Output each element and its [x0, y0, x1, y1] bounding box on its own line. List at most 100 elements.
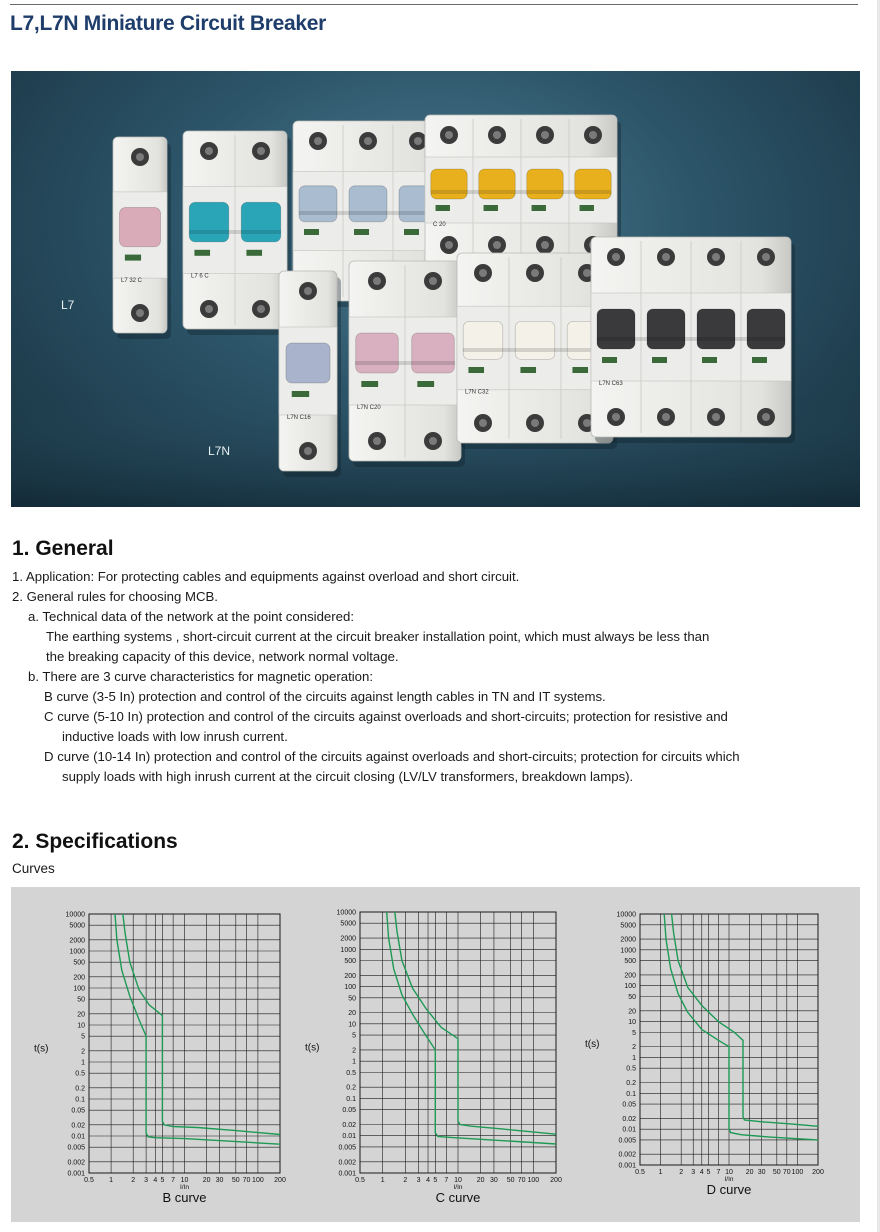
x-tick-label: 10 — [454, 1177, 462, 1184]
x-tick-label: 0.5 — [355, 1177, 365, 1184]
y-tick-label: 500 — [73, 960, 85, 967]
x-tick-label: 4 — [153, 1177, 157, 1184]
breaker-unit: L7 32 C — [112, 136, 171, 339]
y-tick-label: 20 — [348, 1010, 356, 1017]
y-tick-label: 1000 — [69, 949, 85, 956]
x-axis-label: I/In — [453, 1184, 462, 1191]
x-tick-label: 5 — [706, 1169, 710, 1176]
y-tick-label: 0.005 — [67, 1145, 85, 1152]
chart-title: C curve — [436, 1190, 481, 1205]
general-heading: 1. General — [12, 537, 114, 560]
curves-caption: Curves — [12, 861, 55, 876]
y-axis-label: t(s) — [585, 1039, 599, 1050]
y-tick-label: 50 — [77, 997, 85, 1004]
y-tick-label: 100 — [344, 984, 356, 991]
y-tick-label: 10000 — [66, 912, 86, 919]
trip-curve-line — [122, 913, 281, 1136]
x-tick-label: 2 — [679, 1169, 683, 1176]
y-tick-label: 0.002 — [67, 1159, 85, 1166]
x-tick-label: 70 — [783, 1169, 791, 1176]
x-tick-label: 50 — [507, 1177, 515, 1184]
x-tick-label: 100 — [252, 1177, 264, 1184]
c-curve-text-1: C curve (5-10 In) protection and control… — [44, 709, 728, 724]
y-tick-label: 50 — [628, 994, 636, 1001]
device-marking: L7 6 C — [191, 274, 209, 280]
x-tick-label: 5 — [433, 1177, 437, 1184]
y-tick-label: 0.5 — [346, 1070, 356, 1077]
tripping-curves-svg: 100005000200010005002001005020105210.50.… — [34, 910, 824, 1206]
breaker-unit: L7 6 C — [182, 130, 291, 335]
x-tick-label: 4 — [426, 1177, 430, 1184]
y-axis-label: t(s) — [305, 1042, 319, 1053]
y-tick-label: 5 — [81, 1034, 85, 1041]
y-tick-label: 0.002 — [338, 1159, 356, 1166]
label-l7: L7 — [61, 298, 75, 312]
x-tick-label: 30 — [758, 1169, 766, 1176]
page-title: L7,L7N Miniature Circuit Breaker — [10, 12, 326, 35]
y-axis-label: t(s) — [34, 1043, 48, 1054]
y-tick-label: 5000 — [69, 923, 85, 930]
plot-frame — [359, 911, 557, 1174]
y-tick-label: 10000 — [617, 912, 637, 919]
x-tick-label: 200 — [274, 1177, 286, 1184]
y-tick-label: 0.02 — [342, 1122, 356, 1129]
y-tick-label: 20 — [77, 1011, 85, 1018]
y-tick-label: 0.005 — [618, 1137, 636, 1144]
general-item-rules: 2. General rules for choosing MCB. — [12, 589, 218, 604]
y-tick-label: 1 — [632, 1055, 636, 1062]
plot-frame — [88, 913, 281, 1174]
y-tick-label: 1 — [352, 1059, 356, 1066]
y-tick-label: 0.01 — [622, 1127, 636, 1134]
rule-a-line-1: The earthing systems , short-circuit cur… — [46, 629, 710, 644]
y-tick-label: 1000 — [620, 947, 636, 954]
y-tick-label: 0.5 — [75, 1071, 85, 1078]
x-tick-label: 7 — [716, 1169, 720, 1176]
x-axis-label: I/In — [724, 1176, 733, 1183]
x-tick-label: 200 — [812, 1169, 824, 1176]
c-curve-text-2: inductive loads with low inrush current. — [62, 729, 288, 744]
x-tick-label: 20 — [203, 1177, 211, 1184]
x-tick-label: 1 — [659, 1169, 663, 1176]
y-tick-label: 0.005 — [338, 1144, 356, 1151]
trip-curve-line — [394, 911, 557, 1135]
y-tick-label: 0.01 — [342, 1133, 356, 1140]
x-tick-label: 3 — [691, 1169, 695, 1176]
x-tick-label: 7 — [171, 1177, 175, 1184]
breaker-unit: L7N C63 — [590, 236, 795, 443]
x-tick-label: 200 — [550, 1177, 562, 1184]
y-tick-label: 0.1 — [626, 1091, 636, 1098]
breaker-unit: L7N C20 — [348, 260, 465, 467]
y-tick-label: 1000 — [340, 947, 356, 954]
y-tick-label: 100 — [624, 983, 636, 990]
plot-frame — [639, 913, 819, 1166]
y-tick-label: 0.5 — [626, 1066, 636, 1073]
x-tick-label: 20 — [746, 1169, 754, 1176]
y-tick-label: 20 — [628, 1008, 636, 1015]
y-tick-label: 0.001 — [338, 1171, 356, 1178]
x-tick-label: 20 — [477, 1177, 485, 1184]
chart-3: 100005000200010005002001005020105210.50.… — [585, 912, 824, 1198]
y-tick-label: 200 — [624, 972, 636, 979]
device-marking: L7N C20 — [357, 405, 381, 411]
x-tick-label: 100 — [792, 1169, 804, 1176]
device-marking: C 20 — [433, 222, 446, 228]
breaker-unit: L7N C32 — [456, 252, 617, 449]
y-tick-label: 10000 — [337, 910, 357, 917]
x-tick-label: 2 — [131, 1177, 135, 1184]
rule-a-label: a. Technical data of the network at the … — [28, 609, 354, 624]
y-tick-label: 2 — [632, 1044, 636, 1051]
y-tick-label: 0.001 — [618, 1163, 636, 1170]
label-l7n: L7N — [208, 444, 231, 458]
y-tick-label: 0.2 — [75, 1085, 85, 1092]
y-tick-label: 2 — [352, 1047, 356, 1054]
specifications-heading: 2. Specifications — [12, 830, 178, 853]
y-tick-label: 5 — [632, 1030, 636, 1037]
x-tick-label: 100 — [527, 1177, 539, 1184]
x-tick-label: 5 — [160, 1177, 164, 1184]
x-tick-label: 30 — [490, 1177, 498, 1184]
chart-title: D curve — [707, 1182, 752, 1197]
trip-curve-line — [114, 913, 281, 1145]
y-tick-label: 10 — [348, 1021, 356, 1028]
